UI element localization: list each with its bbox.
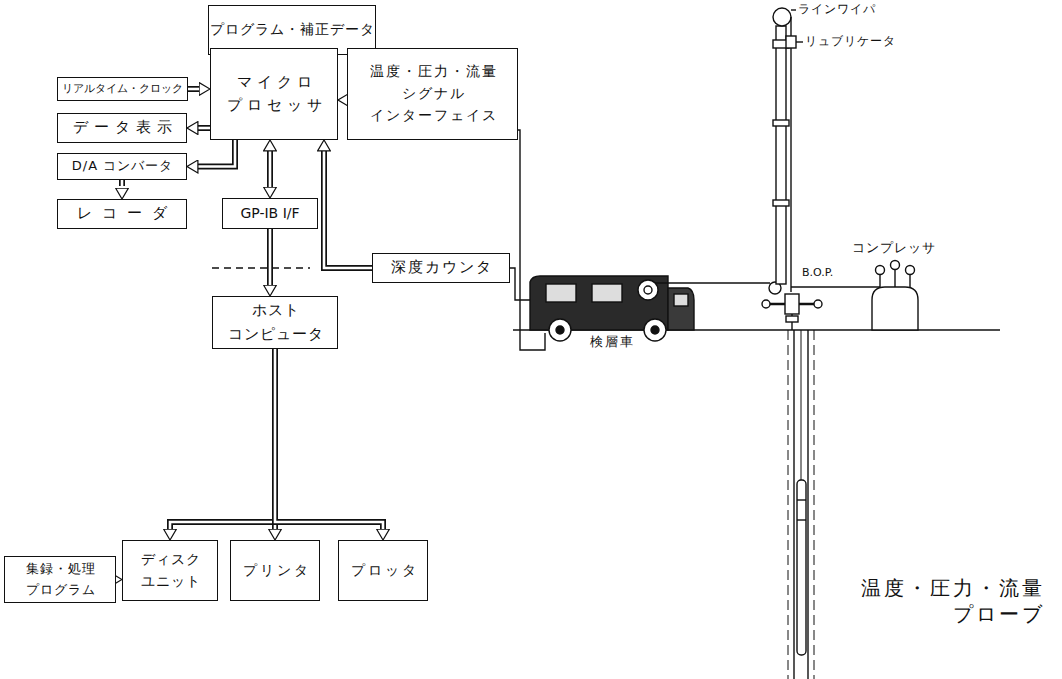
arrow-outline: [275, 349, 383, 531]
box-text: 温度・圧力・流量 シグナル インターフェイス: [348, 61, 517, 126]
process-box: ディスク ユニット: [122, 540, 218, 601]
box-text: ホスト コンピュータ: [213, 299, 337, 346]
part-label: コンプレッサ: [852, 240, 936, 257]
arrow-outline: [196, 140, 235, 167]
process-box: GP-IB I/F: [222, 198, 318, 229]
process-box: プロッタ: [338, 540, 428, 601]
box-text: プロッタ: [348, 560, 419, 582]
box-text: GP-IB I/F: [240, 203, 299, 225]
arrow-core: [188, 88, 210, 91]
block-arrow: [187, 128, 210, 129]
arrow-core: [121, 180, 124, 199]
box-text: レコーダ: [67, 202, 177, 225]
process-box: マイクロ プロセッサ: [210, 48, 338, 140]
block-arrow: [188, 89, 210, 90]
box-text: 集録・処理 プログラム: [5, 559, 115, 599]
box-text: データ表示: [67, 116, 178, 139]
process-box: 温度・圧力・流量 シグナル インターフェイス: [347, 48, 518, 140]
arrow-core: [170, 349, 275, 540]
arrow-outline: [324, 149, 372, 268]
process-box: リアルタイム・クロック: [57, 77, 188, 101]
block-arrow: [324, 140, 372, 268]
block-arrow: [270, 229, 271, 296]
process-box: データ表示: [57, 113, 187, 143]
part-label: B.O.P.: [800, 266, 835, 280]
box-text: リアルタイム・クロック: [62, 80, 183, 97]
part-label: 検層車: [590, 334, 635, 351]
part-label: リュブリケータ: [805, 34, 896, 50]
block-arrow: [338, 100, 347, 101]
box-text: D/A コンバータ: [71, 156, 173, 176]
arrow-core: [187, 127, 210, 130]
arrow-outline: [170, 349, 275, 531]
process-box: 深度カウンタ: [372, 253, 510, 283]
part-label: 温度・圧力・流量 プローブ: [845, 575, 1045, 627]
part-label: ラインワイパ: [798, 2, 876, 18]
box-text: プリンタ: [240, 560, 311, 582]
process-box: レコーダ: [57, 199, 187, 229]
block-arrow: [275, 349, 383, 540]
arrow-core: [324, 140, 372, 268]
box-text: ディスク ユニット: [123, 549, 217, 592]
process-box: ホスト コンピュータ: [212, 296, 338, 349]
arrow-core: [269, 229, 272, 296]
arrow-core: [275, 349, 383, 540]
process-box: プリンタ: [230, 540, 320, 601]
block-arrow: [270, 140, 271, 198]
block-arrow: [170, 349, 275, 540]
process-box: D/A コンバータ: [57, 153, 187, 180]
arrow-core: [269, 140, 272, 198]
arrow-core: [338, 99, 347, 102]
block-arrow: [187, 140, 235, 167]
arrow-core: [187, 140, 235, 167]
box-text: 深度カウンタ: [389, 256, 493, 279]
process-box: 集録・処理 プログラム: [4, 556, 116, 603]
box-text: プログラム・補正データ: [209, 19, 375, 41]
box-text: マイクロ プロセッサ: [211, 71, 337, 118]
block-arrow: [122, 180, 123, 199]
